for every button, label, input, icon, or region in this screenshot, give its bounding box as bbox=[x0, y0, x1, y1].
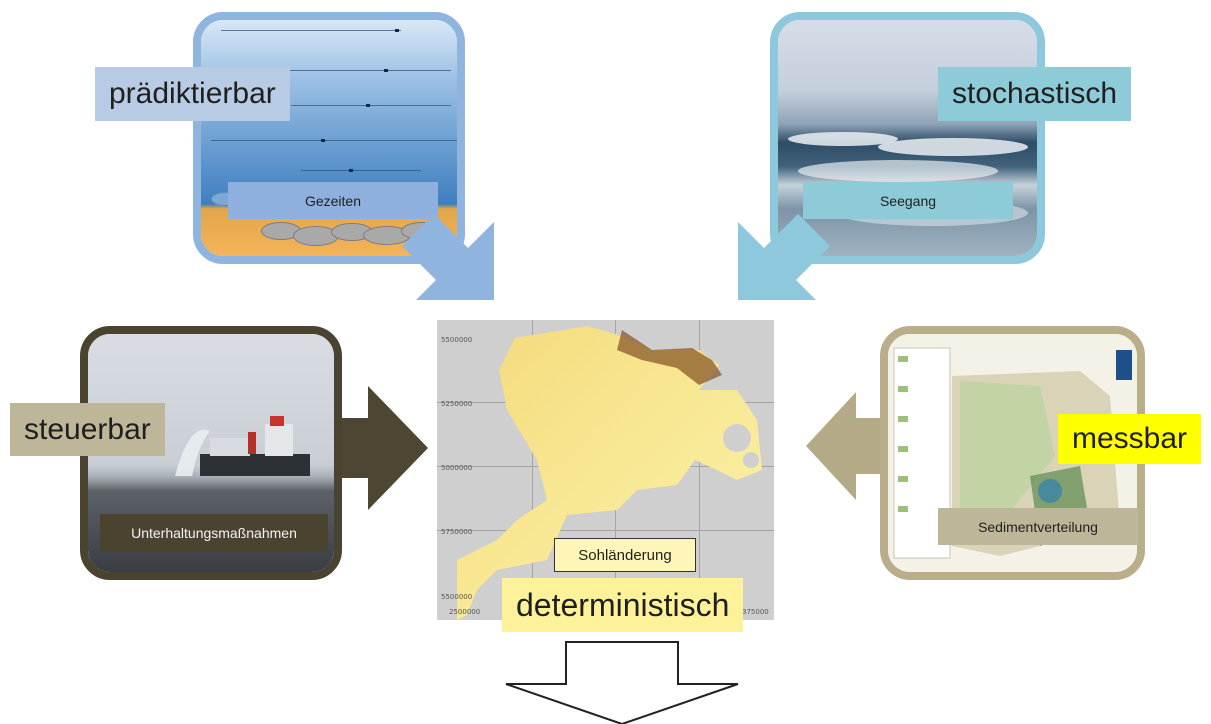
y-tick-2: 5250000 bbox=[441, 400, 473, 408]
x-tick-2: 375000 bbox=[742, 608, 769, 616]
sediment-caption: Sedimentverteilung bbox=[938, 508, 1138, 545]
y-tick-5: 5500000 bbox=[441, 593, 473, 601]
arrow-left-icon bbox=[806, 392, 880, 500]
waves-caption: Seegang bbox=[803, 182, 1013, 219]
y-tick-4: 5750000 bbox=[441, 528, 473, 536]
measurable-label: messbar bbox=[1058, 414, 1202, 464]
arrow-right-icon bbox=[342, 386, 428, 510]
arrow-down-left-icon bbox=[738, 214, 830, 300]
predictable-label: prädiktierbar bbox=[95, 67, 290, 121]
deterministic-label: deterministisch bbox=[502, 578, 744, 632]
y-tick-3: 5000000 bbox=[441, 464, 473, 472]
x-tick-1: 2500000 bbox=[449, 608, 481, 616]
tides-caption: Gezeiten bbox=[228, 182, 438, 219]
dredging-caption: Unterhaltungsmaßnahmen bbox=[100, 514, 328, 552]
stochastic-label: stochastisch bbox=[938, 67, 1132, 121]
arrow-down-right-icon bbox=[402, 214, 494, 300]
controllable-label: steuerbar bbox=[10, 403, 165, 456]
arrow-down-outline-icon bbox=[505, 641, 739, 724]
bed-change-map: 5500000 5250000 5000000 5750000 5500000 … bbox=[437, 320, 774, 620]
y-tick-1: 5500000 bbox=[441, 336, 473, 344]
bed-change-caption: Sohländerung bbox=[554, 538, 696, 572]
